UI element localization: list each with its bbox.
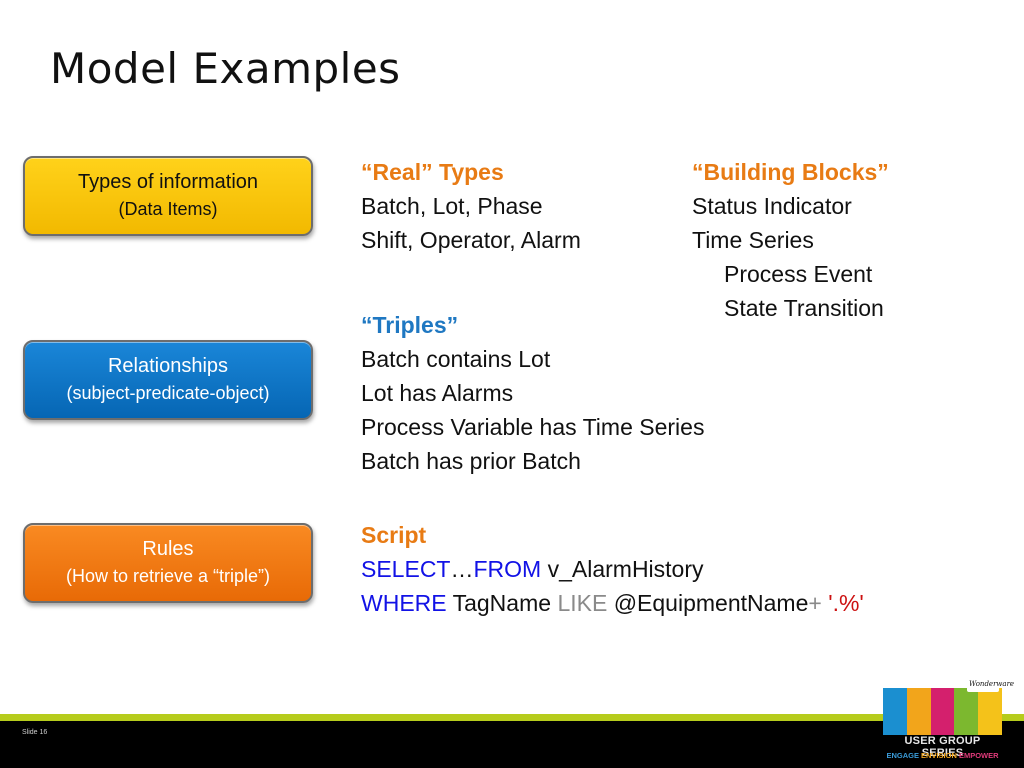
sql-line-1: SELECT…FROM v_AlarmHistory [361, 552, 864, 586]
real-types-item: Batch, Lot, Phase [361, 193, 543, 219]
sql-line-2: WHERE TagName LIKE @EquipmentName+ '.%' [361, 586, 864, 620]
logo-tag-empower: EMPOWER [958, 751, 999, 760]
types-of-information-box: Types of information (Data Items) [23, 156, 313, 236]
types-box-line2: (Data Items) [118, 199, 218, 219]
sql-plus-operator: + [808, 590, 822, 616]
sql-where-keyword: WHERE [361, 590, 447, 616]
logo-brand-badge [967, 678, 999, 692]
user-group-series-logo: Wonderware USER GROUP SERIES ENGAGE ENVI… [883, 678, 1014, 762]
slide-title: Model Examples [50, 44, 401, 93]
logo-tag-envision: ENVISION [921, 751, 959, 760]
triples-block: “Triples” Batch contains Lot Lot has Ala… [361, 308, 704, 478]
logo-tag-engage: ENGAGE [886, 751, 922, 760]
building-blocks-block: “Building Blocks” Status Indicator Time … [692, 155, 889, 325]
sql-parameter: @EquipmentName [607, 590, 809, 616]
real-types-item: Shift, Operator, Alarm [361, 227, 581, 253]
sql-select-keyword: SELECT [361, 556, 451, 582]
triples-item: Lot has Alarms [361, 380, 514, 406]
relationships-box: Relationships (subject-predicate-object) [23, 340, 313, 420]
logo-tagline: ENGAGE ENVISION EMPOWER [883, 751, 1002, 760]
building-blocks-heading: “Building Blocks” [692, 159, 889, 185]
building-blocks-sub-item: Process Event [724, 261, 873, 287]
building-blocks-sub-item: State Transition [724, 295, 884, 321]
building-blocks-item: Time Series [692, 227, 814, 253]
triples-heading: “Triples” [361, 312, 459, 338]
rules-box-line2: (How to retrieve a “triple”) [65, 566, 271, 586]
real-types-block: “Real” Types Batch, Lot, Phase Shift, Op… [361, 155, 581, 257]
logo-color-panels [883, 688, 1002, 735]
sql-ellipsis: … [450, 556, 474, 582]
triples-item: Batch has prior Batch [361, 448, 581, 474]
sql-like-keyword: LIKE [557, 590, 608, 616]
footer-accent-line [0, 714, 1024, 721]
slide-number: Slide 16 [22, 729, 48, 736]
rules-box-line1: Rules [142, 538, 194, 560]
real-types-heading: “Real” Types [361, 159, 504, 185]
sql-column-name: TagName [446, 590, 558, 616]
logo-brand-text: Wonderware [969, 680, 1015, 688]
rules-box: Rules (How to retrieve a “triple”) [23, 523, 313, 603]
sql-string-literal: '.%' [821, 590, 864, 616]
relationships-box-line2: (subject-predicate-object) [66, 383, 270, 403]
types-box-line1: Types of information [77, 171, 259, 193]
sql-from-keyword: FROM [473, 556, 542, 582]
triples-item: Process Variable has Time Series [361, 414, 705, 440]
relationships-box-line1: Relationships [107, 355, 229, 377]
script-block: Script SELECT…FROM v_AlarmHistory WHERE … [361, 518, 864, 620]
script-heading: Script [361, 522, 427, 548]
triples-item: Batch contains Lot [361, 346, 551, 372]
footer-bar [0, 721, 1024, 768]
logo-series-text: USER GROUP SERIES [904, 735, 981, 759]
sql-table-name: v_AlarmHistory [541, 556, 704, 582]
building-blocks-item: Status Indicator [692, 193, 852, 219]
